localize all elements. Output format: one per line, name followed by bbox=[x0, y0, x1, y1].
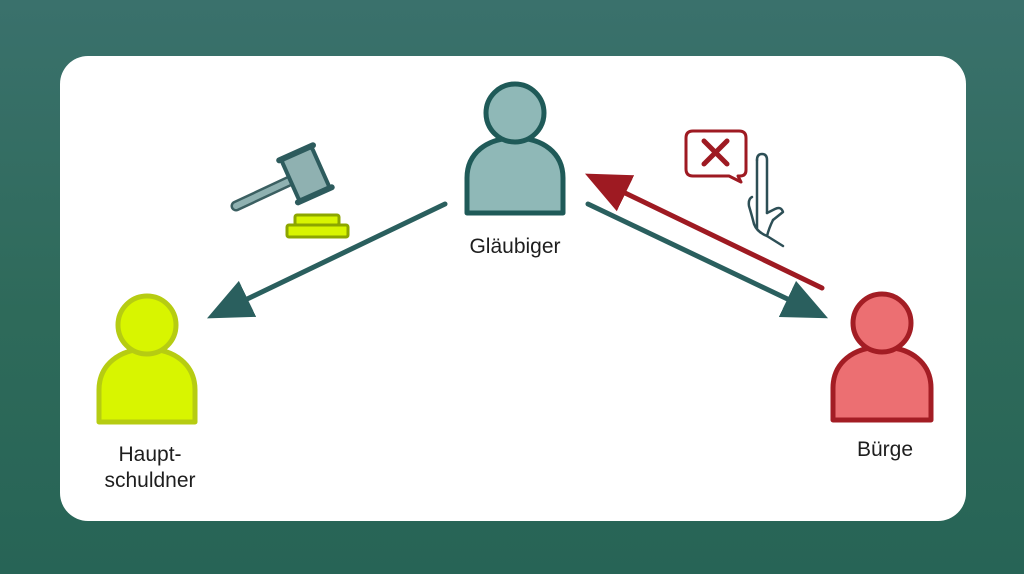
arrow-buerge-to-glaeubiger bbox=[584, 173, 825, 291]
hauptschuldner-person-icon bbox=[96, 293, 198, 425]
glaeubiger-person-icon bbox=[464, 81, 566, 216]
stop-hand-icon bbox=[747, 152, 785, 248]
judge-gavel-icon bbox=[230, 142, 350, 239]
buerge-person-icon bbox=[830, 291, 934, 423]
arrow-glaeubiger-to-hauptschuldner bbox=[206, 201, 448, 319]
buerge-label: Bürge bbox=[856, 438, 914, 461]
glaeubiger-label: Gläubiger bbox=[469, 235, 561, 258]
hauptschuldner-label-line1: Haupt- bbox=[118, 443, 182, 466]
arrow-glaeubiger-to-buerge bbox=[585, 201, 829, 319]
hauptschuldner-label-line2: schuldner bbox=[104, 469, 196, 492]
hauptschuldner-label: Haupt- schuldner bbox=[80, 442, 220, 494]
speech-bubble-x-icon bbox=[684, 129, 748, 184]
